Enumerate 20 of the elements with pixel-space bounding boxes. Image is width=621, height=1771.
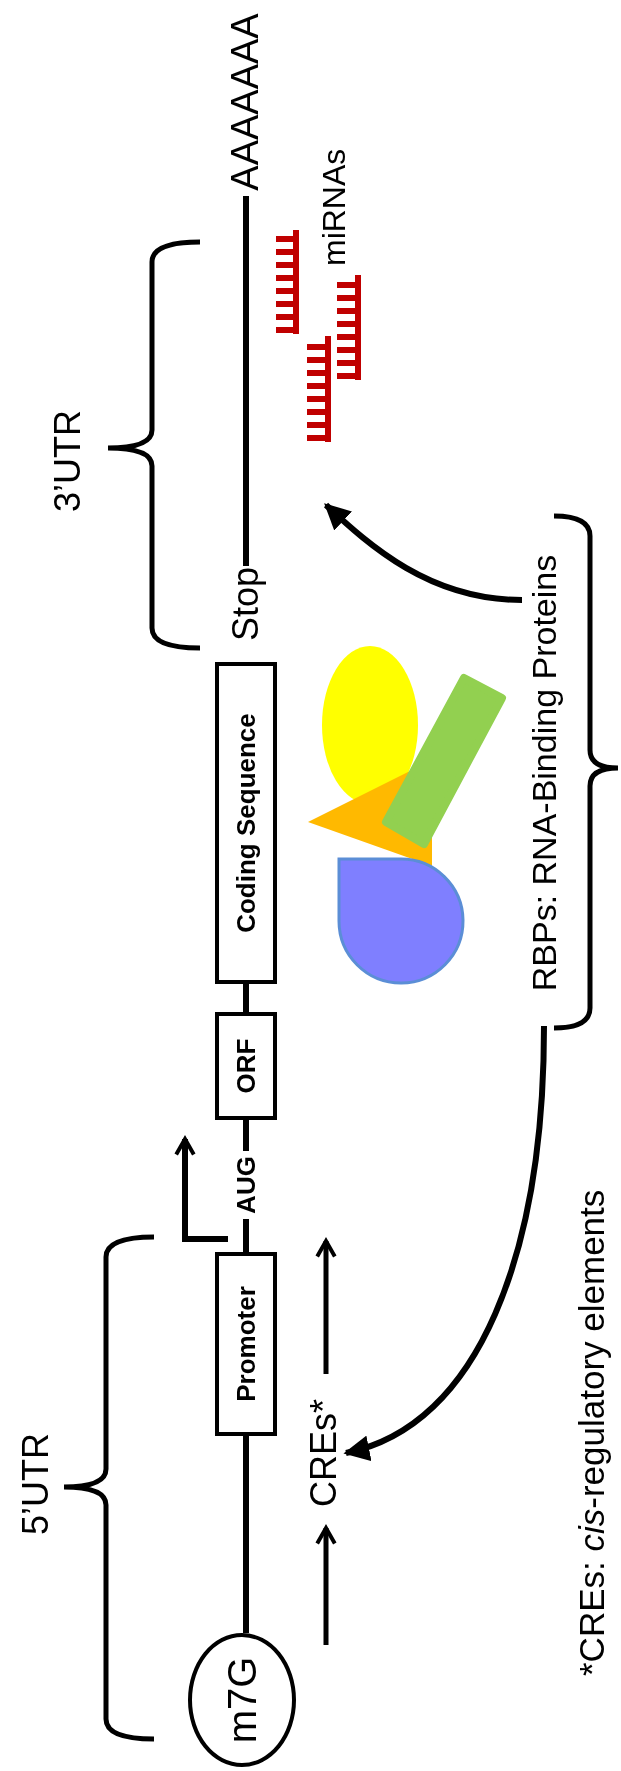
sequence-label: Stop — [224, 566, 268, 642]
sequence-label: AAAAAAA — [222, 8, 268, 196]
region-box: Coding Sequence — [215, 662, 277, 984]
connector-line — [243, 1120, 249, 1151]
connector-line — [243, 196, 249, 566]
molecule-label: miRNAs — [318, 148, 350, 266]
cap-ellipse: m7G — [188, 1633, 296, 1767]
sequence-label: RBPs: RNA-Binding Proteins — [522, 520, 566, 1026]
region-box: ORF — [215, 1012, 277, 1120]
sequence-label: CREs* — [302, 1397, 346, 1509]
footnote: *CREs: cis-regulatory elements — [574, 1189, 609, 1676]
curved-arrow — [323, 502, 523, 603]
sequence-label: AUG — [228, 1151, 264, 1219]
connector-line — [243, 1436, 249, 1633]
region-box: Promoter — [215, 1252, 277, 1436]
connector-line — [243, 984, 249, 1012]
region-label: 5’UTR — [18, 1433, 54, 1535]
region-label: 3’UTR — [50, 410, 86, 512]
curved-arrow — [343, 1025, 547, 1459]
connector-line — [243, 1219, 249, 1252]
